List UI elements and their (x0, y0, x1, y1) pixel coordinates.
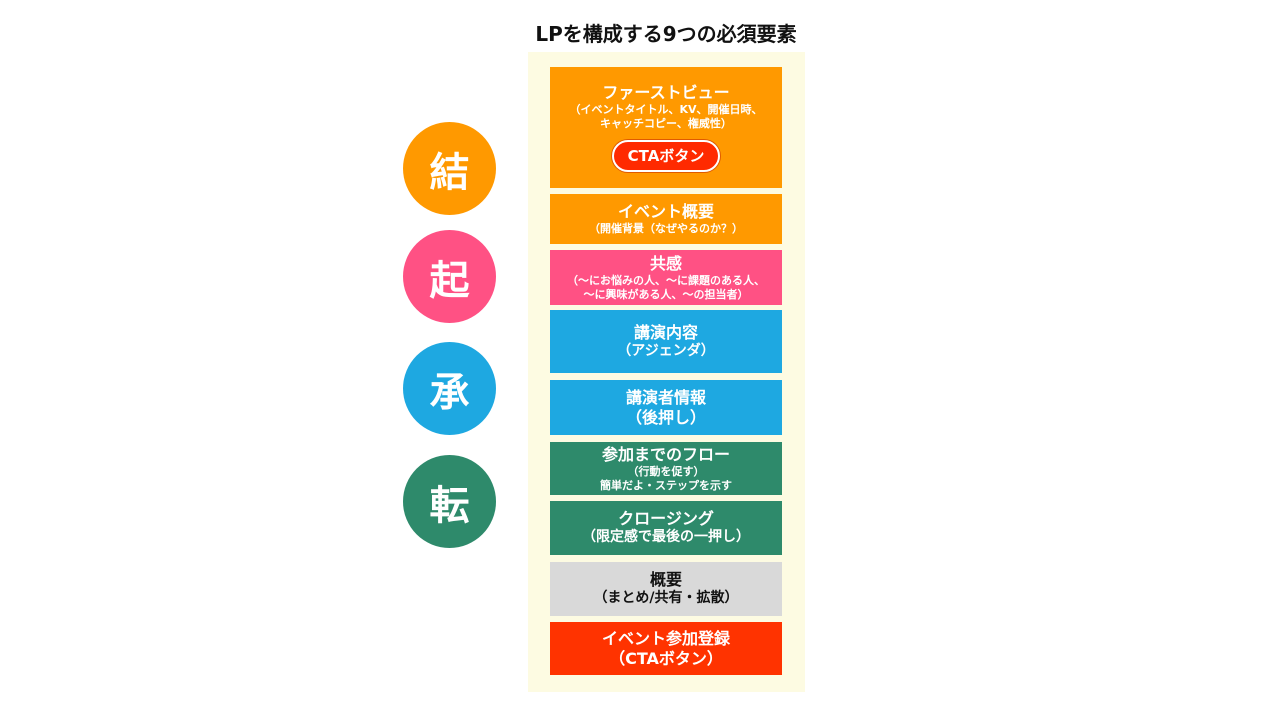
first-view-heading: ファーストビュー (602, 82, 730, 102)
speaker-info-box: 講演者情報 （後押し） (550, 380, 782, 435)
first-view-box: ファーストビュー （イベントタイトル、KV、開催日時、 キャッチコピー、権威性）… (550, 67, 782, 188)
talk-content-sub: （アジェンダ） (617, 342, 715, 359)
flow-sub2: 簡単だよ・ステップを示す (600, 478, 732, 492)
empathy-box: 共感 （〜にお悩みの人、〜に課題のある人、 〜に興味がある人、〜の担当者） (550, 250, 782, 305)
event-overview-sub: （開催背景（なぜやるのか？） (589, 222, 743, 236)
phase-circle-ketsu: 結 (403, 122, 496, 215)
closing-box: クロージング （限定感で最後の一押し） (550, 501, 782, 555)
summary-box: 概要 （まとめ/共有・拡散） (550, 562, 782, 616)
talk-content-heading: 講演内容 (633, 322, 698, 342)
closing-sub: （限定感で最後の一押し） (582, 529, 750, 546)
speaker-info-sub: （後押し） (625, 407, 706, 427)
first-view-sub1: （イベントタイトル、KV、開催日時、 (569, 102, 763, 116)
register-heading: イベント参加登録 (601, 628, 730, 648)
flow-box: 参加までのフロー （行動を促す） 簡単だよ・ステップを示す (550, 442, 782, 495)
speaker-info-heading: 講演者情報 (625, 387, 706, 407)
empathy-sub1: （〜にお悩みの人、〜に課題のある人、 (567, 273, 765, 287)
phase-circle-ki: 起 (403, 230, 496, 323)
empathy-heading: 共感 (649, 253, 682, 273)
flow-heading: 参加までのフロー (601, 444, 730, 464)
event-overview-box: イベント概要 （開催背景（なぜやるのか？） (550, 194, 782, 244)
phase-circle-sho: 承 (403, 342, 496, 435)
summary-heading: 概要 (649, 570, 682, 590)
elements-panel: ファーストビュー （イベントタイトル、KV、開催日時、 キャッチコピー、権威性）… (528, 52, 805, 692)
talk-content-box: 講演内容 （アジェンダ） (550, 310, 782, 373)
cta-button[interactable]: CTAボタン (611, 140, 721, 173)
summary-sub: （まとめ/共有・拡散） (593, 590, 739, 607)
flow-sub1: （行動を促す） (627, 464, 705, 478)
event-overview-heading: イベント概要 (617, 202, 714, 222)
register-box: イベント参加登録 （CTAボタン） (550, 622, 782, 675)
closing-heading: クロージング (618, 509, 714, 529)
first-view-sub2: キャッチコピー、権威性） (600, 116, 732, 130)
empathy-sub2: 〜に興味がある人、〜の担当者） (583, 287, 749, 301)
register-sub: （CTAボタン） (609, 648, 723, 668)
diagram-title: LPを構成する9つの必須要素 (535, 22, 797, 46)
phase-circle-ten: 転 (403, 455, 496, 548)
